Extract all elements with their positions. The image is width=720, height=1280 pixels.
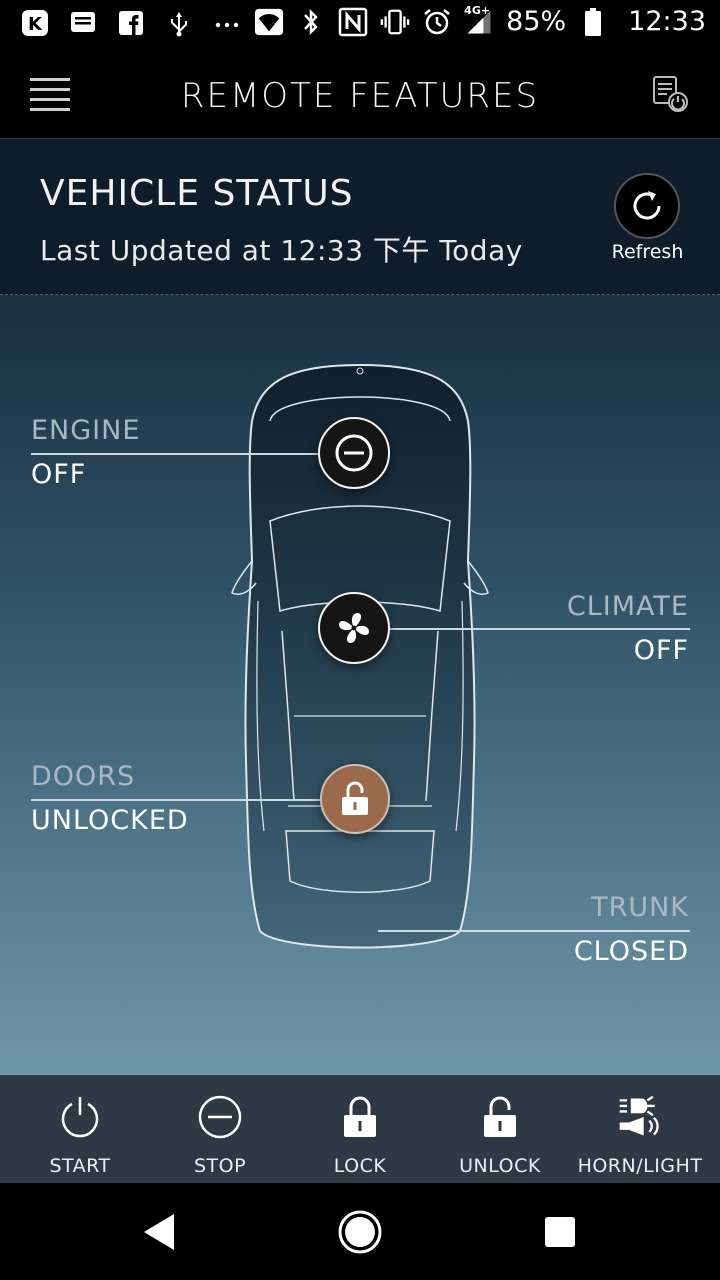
refresh-label: Refresh (611, 241, 684, 263)
power-icon (56, 1093, 104, 1141)
doors-divider (31, 799, 321, 801)
unlock-button[interactable]: UNLOCK (430, 1075, 570, 1183)
doors-value: UNLOCKED (31, 805, 189, 836)
alarm-icon (422, 7, 452, 37)
trunk-label: TRUNK (591, 892, 689, 923)
stop-label: STOP (193, 1155, 247, 1177)
wifi-icon (254, 7, 284, 37)
remote-features-panel: VEHICLE STATUS Last Updated at 12:33 下午 … (0, 139, 720, 1075)
system-status-bar: K 4G+ 85% (0, 0, 720, 50)
unlocked-padlock-icon (342, 781, 368, 815)
remote-actions-bar: START STOP LOCK UNLOCK HORN/LIGHT (0, 1075, 720, 1183)
last-updated-text: Last Updated at 12:33 下午 Today (40, 234, 523, 267)
system-navigation-bar (0, 1183, 720, 1280)
start-label: START (49, 1155, 111, 1177)
message-icon (68, 8, 98, 38)
lock-button[interactable]: LOCK (290, 1075, 430, 1183)
battery-percent: 85% (506, 6, 567, 37)
k-app-icon: K (20, 8, 50, 38)
svg-text:K: K (28, 14, 43, 35)
command-history-icon[interactable] (650, 74, 690, 114)
home-icon[interactable] (335, 1207, 385, 1257)
horn-light-button[interactable]: HORN/LIGHT (570, 1075, 710, 1183)
clock: 12:33 (628, 6, 706, 37)
engine-divider (31, 453, 321, 455)
engine-value: OFF (31, 459, 87, 490)
hamburger-menu-icon[interactable] (30, 78, 70, 112)
stop-button[interactable]: STOP (150, 1075, 290, 1183)
horn-light-icon (616, 1093, 664, 1141)
doors-label: DOORS (31, 761, 136, 792)
fan-icon (339, 613, 369, 643)
vehicle-status-title: VEHICLE STATUS (40, 173, 354, 214)
engine-off-icon (335, 434, 373, 472)
unlock-icon (476, 1093, 524, 1141)
lock-icon (336, 1093, 384, 1141)
trunk-divider (378, 930, 690, 932)
page-title: REMOTE FEATURES (180, 76, 540, 116)
climate-divider (390, 628, 690, 630)
refresh-button[interactable] (614, 173, 680, 239)
app-header: REMOTE FEATURES (0, 50, 720, 139)
refresh-icon (633, 191, 661, 220)
unlock-label: UNLOCK (459, 1155, 541, 1177)
stop-icon (196, 1093, 244, 1141)
recents-icon[interactable] (535, 1207, 585, 1257)
horn-light-label: HORN/LIGHT (577, 1155, 703, 1177)
trunk-value: CLOSED (573, 936, 689, 967)
climate-label: CLIMATE (566, 591, 689, 622)
bluetooth-icon (296, 7, 326, 37)
nfc-icon (338, 7, 368, 37)
battery-icon (578, 7, 608, 37)
climate-status-button[interactable] (318, 592, 390, 664)
back-icon[interactable] (135, 1207, 185, 1257)
vehicle-status-header: VEHICLE STATUS Last Updated at 12:33 下午 … (0, 139, 720, 295)
doors-status-button[interactable] (320, 764, 390, 834)
lock-label: LOCK (333, 1155, 387, 1177)
signal-icon: 4G+ (464, 4, 494, 37)
climate-value: OFF (633, 635, 689, 666)
usb-icon (164, 8, 194, 38)
engine-label: ENGINE (31, 415, 141, 446)
engine-status-button[interactable] (318, 417, 390, 489)
facebook-icon (116, 8, 146, 38)
more-dots-icon (212, 8, 242, 38)
start-button[interactable]: START (10, 1075, 150, 1183)
vibrate-icon (380, 7, 410, 37)
